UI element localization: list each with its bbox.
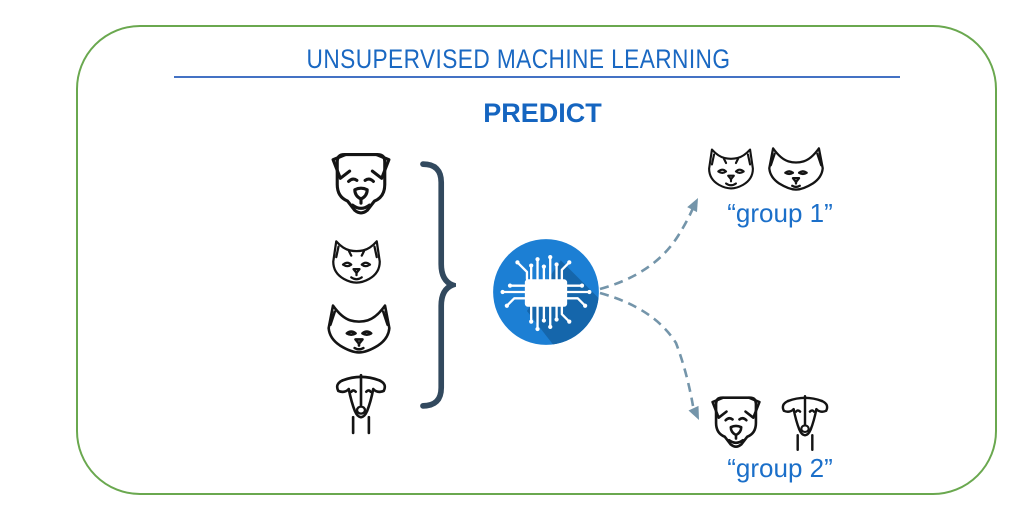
grouping-brace [420, 161, 456, 409]
stage-label: PREDICT [483, 98, 602, 128]
group1-label: “group 1” [727, 198, 833, 228]
diagram-title: UNSUPERVISED MACHINE LEARNING [306, 44, 731, 74]
arrowhead-group1 [687, 198, 698, 213]
sphynx-cat-face-icon [707, 147, 755, 191]
arrow-to-group2 [599, 291, 695, 407]
flow-arrows [599, 198, 699, 420]
greyhound-dog-face-icon [333, 372, 389, 436]
diagram-border [76, 25, 997, 495]
oriental-cat-face-icon [767, 145, 825, 193]
oriental-cat-face-icon [325, 303, 393, 355]
group2-label: “group 2” [727, 453, 833, 483]
sphynx-cat-face-icon [331, 239, 382, 285]
title-underline [174, 76, 900, 78]
terrier-dog-face-icon [330, 151, 392, 216]
terrier-dog-face-icon [710, 392, 762, 452]
greyhound-dog-face-icon [779, 391, 831, 455]
arrow-to-group1 [599, 207, 695, 291]
microchip-icon [493, 239, 599, 345]
arrowhead-group2 [688, 405, 699, 420]
